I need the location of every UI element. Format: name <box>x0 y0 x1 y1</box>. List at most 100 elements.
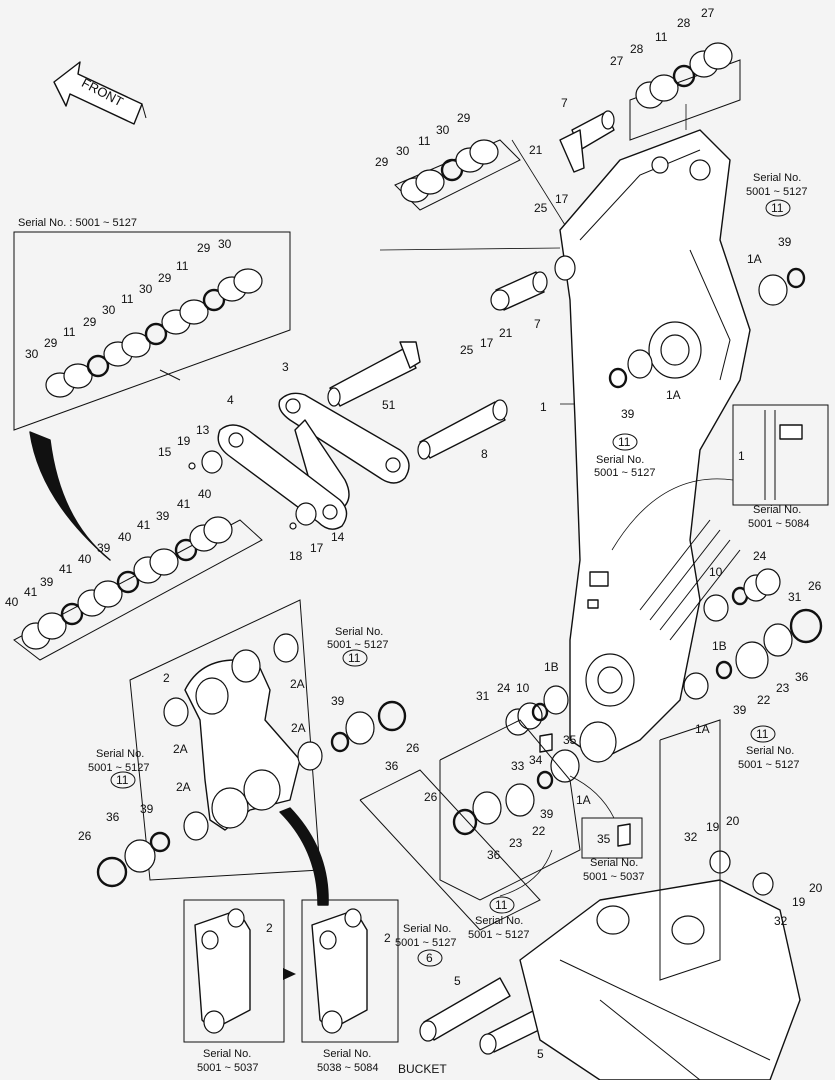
svg-text:Serial No.: Serial No. <box>335 626 383 638</box>
svg-text:Serial No.: Serial No. <box>475 915 523 927</box>
svg-text:26: 26 <box>406 741 420 755</box>
svg-text:2: 2 <box>266 921 273 935</box>
svg-text:39: 39 <box>778 235 792 249</box>
svg-text:5: 5 <box>454 974 461 988</box>
svg-text:Serial No.: Serial No. <box>323 1048 371 1060</box>
svg-text:26: 26 <box>808 579 822 593</box>
washer-group-center-left <box>330 700 407 753</box>
svg-text:2A: 2A <box>291 721 306 735</box>
svg-text:19: 19 <box>792 895 806 909</box>
svg-text:4: 4 <box>227 393 234 407</box>
svg-text:19: 19 <box>177 434 191 448</box>
svg-text:24: 24 <box>497 681 511 695</box>
svg-text:40: 40 <box>78 552 92 566</box>
svg-text:23: 23 <box>776 681 790 695</box>
circled-ref-11-f: 11 <box>489 896 515 914</box>
svg-text:51: 51 <box>382 398 396 412</box>
svg-text:Serial No.: Serial No. <box>403 923 451 935</box>
svg-text:7: 7 <box>561 96 568 110</box>
svg-text:26: 26 <box>78 829 92 843</box>
svg-text:15: 15 <box>158 445 172 459</box>
svg-text:11: 11 <box>495 898 508 912</box>
svg-text:41: 41 <box>137 518 151 532</box>
washer-group-top-right <box>629 42 741 141</box>
svg-text:1A: 1A <box>576 793 591 807</box>
svg-text:Serial No.: Serial No. <box>590 857 638 869</box>
plates-13-14 <box>188 450 317 530</box>
svg-text:20: 20 <box>726 814 740 828</box>
svg-text:41: 41 <box>177 497 191 511</box>
svg-text:Serial No.: Serial No. <box>203 1048 251 1060</box>
svg-text:Serial No.: Serial No. <box>753 172 801 184</box>
circled-ref-11-d: 11 <box>750 725 776 743</box>
bushing-group-right <box>608 267 823 700</box>
svg-text:5: 5 <box>537 1047 544 1061</box>
svg-text:7: 7 <box>534 317 541 331</box>
leader-arrow <box>569 775 615 819</box>
svg-text:39: 39 <box>331 694 345 708</box>
svg-text:21: 21 <box>529 143 543 157</box>
svg-text:5001 ~ 5127: 5001 ~ 5127 <box>88 762 149 774</box>
svg-text:41: 41 <box>59 562 73 576</box>
circled-ref-11-a: 11 <box>765 199 791 217</box>
washer-group-middle-left <box>13 516 263 661</box>
svg-text:33: 33 <box>511 759 525 773</box>
svg-text:1A: 1A <box>695 722 710 736</box>
svg-text:10: 10 <box>709 565 723 579</box>
svg-text:30: 30 <box>25 347 39 361</box>
pin-51 <box>327 341 421 407</box>
svg-text:5001 ~ 5127: 5001 ~ 5127 <box>738 759 799 771</box>
svg-text:40: 40 <box>118 530 132 544</box>
svg-text:29: 29 <box>158 271 172 285</box>
svg-text:39: 39 <box>621 407 635 421</box>
bucket-link-box <box>129 599 323 881</box>
svg-text:1B: 1B <box>544 660 559 674</box>
circled-ref-11-b: 11 <box>612 433 638 451</box>
svg-text:14: 14 <box>331 530 345 544</box>
svg-text:5001 ~ 5084: 5001 ~ 5084 <box>748 518 809 530</box>
svg-text:5001 ~ 5127: 5001 ~ 5127 <box>395 937 456 949</box>
inset-part-35 <box>581 817 643 859</box>
boom-arm <box>554 129 751 763</box>
callout-arrow-icon <box>29 431 111 561</box>
svg-text:2: 2 <box>163 671 170 685</box>
circled-ref-11-e: 11 <box>110 771 136 789</box>
svg-text:30: 30 <box>436 123 450 137</box>
svg-text:30: 30 <box>218 237 232 251</box>
svg-text:1: 1 <box>738 449 745 463</box>
svg-text:28: 28 <box>630 42 644 56</box>
svg-text:39: 39 <box>97 541 111 555</box>
pin-7-upper <box>559 110 615 173</box>
svg-text:22: 22 <box>532 824 546 838</box>
svg-text:5001 ~ 5127: 5001 ~ 5127 <box>594 467 655 479</box>
svg-text:11: 11 <box>116 773 129 787</box>
svg-text:22: 22 <box>757 693 771 707</box>
svg-text:11: 11 <box>618 435 631 449</box>
svg-text:31: 31 <box>788 590 802 604</box>
svg-text:8: 8 <box>481 447 488 461</box>
svg-text:17: 17 <box>480 336 494 350</box>
svg-text:40: 40 <box>5 595 19 609</box>
circled-ref-6: 6 <box>417 949 443 967</box>
svg-text:2A: 2A <box>290 677 305 691</box>
svg-text:40: 40 <box>198 487 212 501</box>
svg-text:17: 17 <box>310 541 324 555</box>
svg-text:27: 27 <box>701 6 715 20</box>
svg-text:6: 6 <box>426 951 433 965</box>
svg-text:1: 1 <box>540 400 547 414</box>
svg-text:30: 30 <box>139 282 153 296</box>
svg-text:13: 13 <box>196 423 210 437</box>
svg-text:29: 29 <box>44 336 58 350</box>
svg-text:5001 ~ 5037: 5001 ~ 5037 <box>197 1062 258 1074</box>
svg-text:Serial No.: Serial No. <box>753 504 801 516</box>
svg-text:20: 20 <box>809 881 823 895</box>
svg-text:41: 41 <box>24 585 38 599</box>
circled-ref-11-c: 11 <box>342 649 368 667</box>
svg-text:10: 10 <box>516 681 530 695</box>
pin-7-lower <box>490 271 548 311</box>
link-4 <box>217 424 348 530</box>
svg-text:1B: 1B <box>712 639 727 653</box>
svg-text:26: 26 <box>424 790 438 804</box>
svg-text:18: 18 <box>289 549 303 563</box>
leader-arrow <box>611 478 734 551</box>
